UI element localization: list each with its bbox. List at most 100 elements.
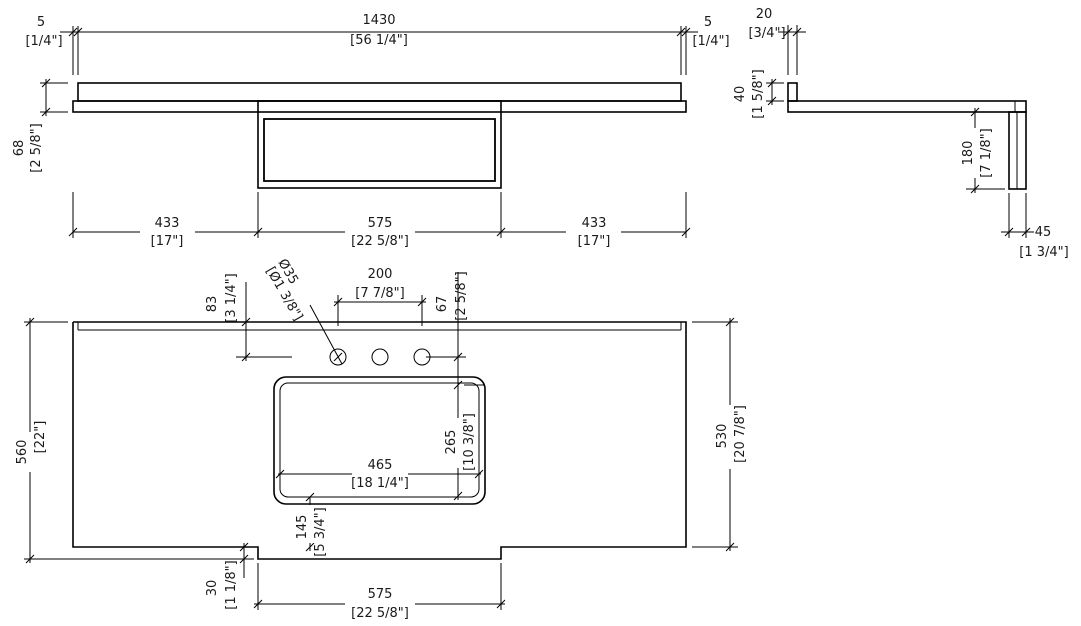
total-depth-in: [22"] bbox=[33, 421, 48, 454]
tick bbox=[25, 317, 35, 327]
backsplash-thickness-mm: 20 bbox=[756, 7, 773, 22]
plan-outline bbox=[72, 321, 687, 560]
body-depth-in: [20 7/8"] bbox=[733, 405, 748, 463]
tick bbox=[41, 107, 51, 117]
label-mask bbox=[724, 405, 736, 469]
basin-width-mm: 465 bbox=[368, 458, 393, 473]
center-segment-mm: 575 bbox=[368, 216, 393, 231]
hole-spacing-in: [7 7/8"] bbox=[355, 286, 404, 301]
tick bbox=[305, 542, 315, 552]
basin-to-front-mm: 145 bbox=[295, 515, 310, 540]
tick bbox=[767, 78, 777, 88]
overall-width-mm: 1430 bbox=[362, 13, 395, 28]
tick bbox=[241, 317, 251, 327]
basin-to-front-in: [5 3/4"] bbox=[313, 507, 328, 556]
tick bbox=[725, 317, 735, 327]
tick bbox=[681, 27, 691, 37]
tick bbox=[725, 542, 735, 552]
tick bbox=[275, 469, 285, 479]
tick bbox=[453, 491, 463, 501]
tick bbox=[783, 27, 793, 37]
tick bbox=[970, 107, 980, 117]
label-mask bbox=[345, 598, 415, 610]
tap-hole-left bbox=[329, 348, 347, 366]
tick bbox=[417, 297, 427, 307]
left-segment-mm: 433 bbox=[155, 216, 180, 231]
front-tab-in: [22 5/8"] bbox=[351, 606, 409, 621]
overall-width-in: [56 1/4"] bbox=[350, 33, 408, 48]
total-depth-mm: 560 bbox=[15, 440, 30, 465]
tick bbox=[253, 227, 263, 237]
tick bbox=[333, 297, 343, 307]
tick bbox=[453, 380, 463, 390]
tick bbox=[333, 352, 343, 362]
center-segment-in: [22 5/8"] bbox=[351, 234, 409, 249]
front-backsplash bbox=[77, 82, 682, 102]
front-apron-recess bbox=[263, 118, 496, 182]
hole-offset-in: [3 1/4"] bbox=[224, 273, 239, 322]
basin-depth-in: [10 3/8"] bbox=[462, 413, 477, 471]
tick bbox=[453, 352, 463, 362]
hole-spacing-mm: 200 bbox=[368, 267, 393, 282]
right-segment-in: [17"] bbox=[578, 234, 611, 249]
tick bbox=[305, 492, 315, 502]
apron-height-mm: 68 bbox=[12, 140, 27, 157]
label-mask bbox=[304, 505, 316, 543]
tick bbox=[68, 227, 78, 237]
front-step-in: [1 1/8"] bbox=[224, 560, 239, 609]
basin-width-in: [18 1/4"] bbox=[351, 476, 409, 491]
body-depth-mm: 530 bbox=[715, 424, 730, 449]
edge-right-in: [1/4"] bbox=[692, 34, 729, 49]
diameter-leader bbox=[309, 304, 343, 365]
tick bbox=[496, 599, 506, 609]
label-mask bbox=[452, 418, 464, 468]
side-view: 20 [3/4"] 40 [1 5/8"] 180 [7 1/8"] 45 [1… bbox=[733, 7, 1069, 260]
side-backsplash bbox=[787, 82, 798, 102]
tick bbox=[1021, 227, 1031, 237]
plan-view: Ø35 [Ø1 3/8"] 83 [3 1/4"] 200 [7 7/8"] 6… bbox=[15, 257, 748, 622]
basin-depth-mm: 265 bbox=[444, 430, 459, 455]
tick bbox=[676, 27, 686, 37]
label-mask bbox=[24, 432, 36, 472]
tick bbox=[474, 469, 484, 479]
label-mask bbox=[969, 128, 981, 178]
tick bbox=[73, 27, 83, 37]
apron-drop-in: [7 1/8"] bbox=[979, 128, 994, 177]
tick bbox=[253, 599, 263, 609]
label-mask bbox=[352, 468, 408, 480]
tick bbox=[239, 542, 249, 552]
apron-height-in: [2 5/8"] bbox=[29, 123, 44, 172]
side-slab bbox=[787, 100, 1027, 113]
tick bbox=[496, 227, 506, 237]
left-segment-in: [17"] bbox=[151, 234, 184, 249]
tick bbox=[767, 96, 777, 106]
tick bbox=[239, 554, 249, 564]
front-tab-mm: 575 bbox=[368, 587, 393, 602]
tick bbox=[25, 554, 35, 564]
edge-left-in: [1/4"] bbox=[25, 34, 62, 49]
hole-to-basin-in: [2 5/8"] bbox=[454, 271, 469, 320]
tick bbox=[681, 227, 691, 237]
backsplash-thickness-in: [3/4"] bbox=[748, 26, 785, 41]
label-mask bbox=[140, 226, 195, 238]
basin-outer bbox=[273, 376, 486, 505]
right-segment-mm: 433 bbox=[582, 216, 607, 231]
tick bbox=[241, 352, 251, 362]
tick bbox=[970, 184, 980, 194]
hole-offset-mm: 83 bbox=[205, 296, 220, 313]
backsplash-height-mm: 40 bbox=[733, 86, 748, 103]
tick bbox=[41, 78, 51, 88]
tick bbox=[1004, 227, 1014, 237]
edge-right-mm: 5 bbox=[704, 15, 712, 30]
tick bbox=[68, 27, 78, 37]
edge-left-mm: 5 bbox=[37, 15, 45, 30]
basin-inner bbox=[279, 382, 480, 498]
tick bbox=[792, 27, 802, 37]
label-mask bbox=[566, 226, 621, 238]
apron-drop-mm: 180 bbox=[961, 141, 976, 166]
label-mask bbox=[345, 226, 415, 238]
front-view: 5 [1/4"] 1430 [56 1/4"] 5 [1/4"] 68 [2 5… bbox=[12, 13, 730, 249]
apron-thickness-mm: 45 bbox=[1035, 225, 1052, 240]
